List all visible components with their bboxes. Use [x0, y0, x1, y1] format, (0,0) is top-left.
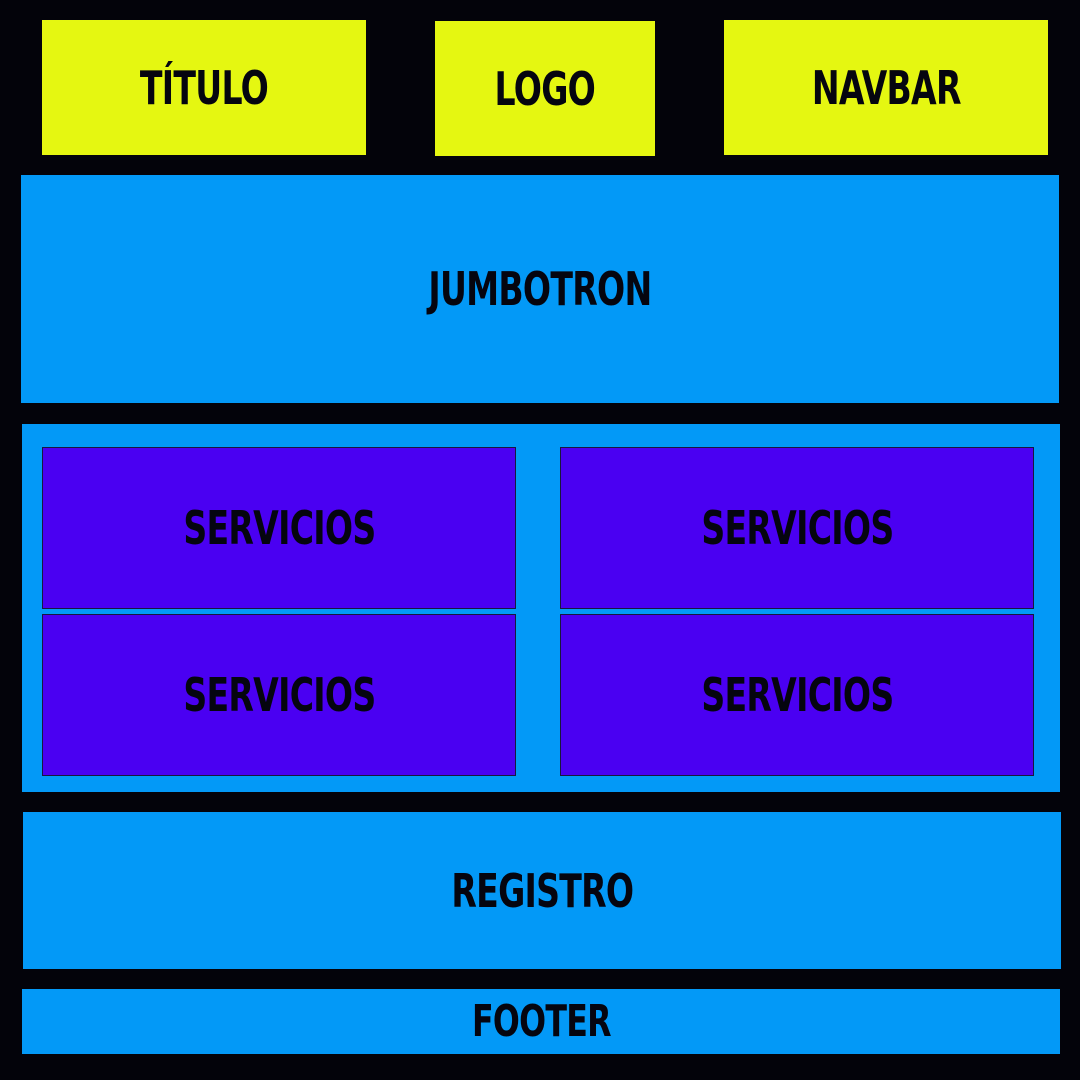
- servicios-label: SERVICIOS: [700, 501, 894, 555]
- servicios-card: SERVICIOS: [560, 447, 1034, 609]
- registro-block: REGISTRO: [23, 812, 1061, 969]
- titulo-label: TÍTULO: [139, 60, 269, 115]
- jumbotron-block: JUMBOTRON: [21, 175, 1059, 403]
- servicios-card: SERVICIOS: [42, 447, 516, 609]
- logo-label: LOGO: [494, 61, 596, 116]
- titulo-block: TÍTULO: [42, 20, 366, 155]
- servicios-label: SERVICIOS: [182, 668, 376, 722]
- servicios-label: SERVICIOS: [182, 501, 376, 555]
- navbar-block: NAVBAR: [724, 20, 1048, 155]
- navbar-label: NAVBAR: [811, 60, 962, 115]
- footer-block: FOOTER: [22, 989, 1060, 1054]
- servicios-card: SERVICIOS: [560, 614, 1034, 776]
- servicios-label: SERVICIOS: [700, 668, 894, 722]
- logo-block: LOGO: [435, 21, 655, 156]
- footer-label: FOOTER: [471, 995, 612, 1047]
- jumbotron-label: JUMBOTRON: [428, 262, 652, 316]
- registro-label: REGISTRO: [451, 863, 634, 918]
- servicios-card: SERVICIOS: [42, 614, 516, 776]
